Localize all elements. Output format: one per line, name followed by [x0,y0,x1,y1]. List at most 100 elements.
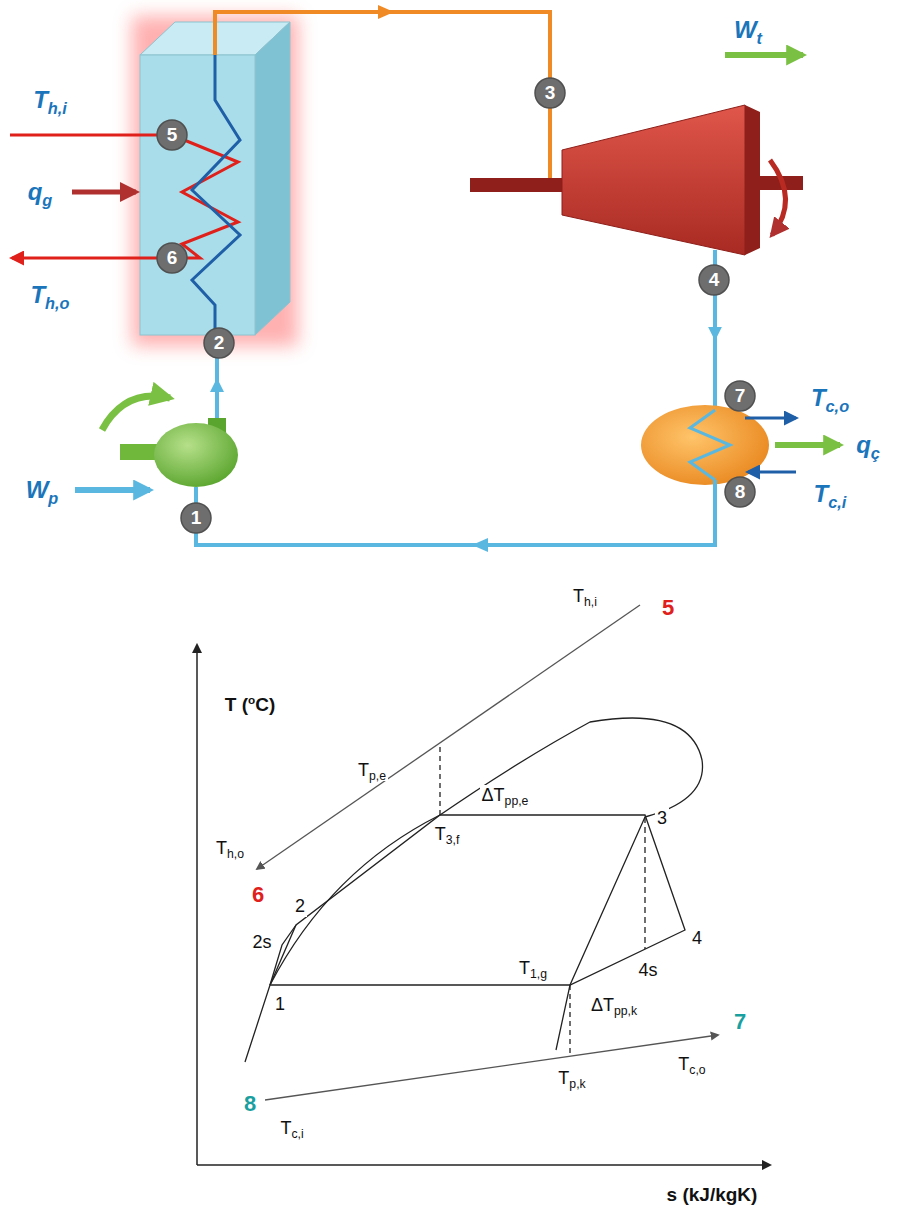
heat-input-arrow [72,190,136,195]
diagram-label: ΔTpp,e [480,785,531,806]
state-number: 8 [724,476,756,508]
state-point-circle: 4 [698,264,730,296]
hot-stream [10,134,172,137]
diagram-label: Th,o [214,838,246,859]
state-number: 3 [534,77,566,109]
condenser [690,410,730,480]
pump [102,396,170,430]
vapour-pipe [215,12,562,183]
stream-label: Th,i [31,86,69,114]
label-part: pp,e [505,794,529,808]
circle-shape [699,265,729,295]
liquid-pipe [472,538,488,552]
turbine [470,178,562,192]
pump [120,444,160,460]
state-point-circle: 3 [534,77,566,109]
label-part: T [216,838,227,858]
heat-sink-line [265,1035,718,1100]
cycle-lines [270,743,685,1054]
vapour-pipe [378,5,394,19]
label-part: T [30,281,45,308]
diagram-label: 2 [293,896,307,917]
label-part: W [26,476,49,503]
liquid-pipe [196,335,715,552]
state-number: 4 [698,264,730,296]
label-part: pp,k [614,1004,637,1018]
diagram-label: ΔTpp,k [589,995,639,1016]
heat-rejection-arrow [775,442,840,448]
turbine [770,160,786,235]
label-part: p,k [569,1077,585,1091]
turbine [745,105,760,255]
stream-label: Wp [24,476,61,504]
diagram-label: T3,f [433,824,462,845]
label-part: 1,g [530,967,547,981]
label-part: T [811,384,826,411]
label-part: T [435,824,446,844]
circle-shape [157,120,187,150]
label-part: T ( [225,694,248,715]
stream-label: qç [854,431,882,459]
evaporator [140,55,255,335]
axes [197,1164,770,1166]
working-fluid-coil [192,55,240,335]
circle-shape [535,78,565,108]
cooling-water [748,471,796,474]
liquid-pipe [210,378,224,392]
label-part: h,i [584,595,597,609]
label-part: c,i [291,1127,303,1141]
label-part: T [573,586,584,606]
circle-shape [725,381,755,411]
label-part: W [734,16,757,43]
evaporator [132,16,298,346]
pump-work-arrow [75,487,150,493]
saturation-dome [245,718,703,1062]
label-part: c,i [828,493,846,511]
label-part: q [28,178,43,205]
label-part: T [519,958,530,978]
pump [102,396,238,487]
evaporator [132,16,298,346]
label-part: h,o [45,294,69,312]
hot-stream [12,135,238,258]
state-number: 1 [180,502,212,534]
state-number: 5 [156,119,188,151]
state-number: 6 [156,242,188,274]
label-part: h,i [48,99,67,117]
axis-title: s (kJ/kgK) [665,1184,760,1206]
label-part: p,e [369,769,386,783]
label-part: T [678,1054,689,1074]
label-part: ΔT [591,995,614,1015]
state-point-circle: 8 [724,476,756,508]
label-part: T [814,480,829,507]
state-point-circle: 6 [156,242,188,274]
diagram-label: 8 [242,1091,258,1117]
cooling-water [745,417,796,420]
circle-shape [157,243,187,273]
diagram-label: 5 [660,595,676,621]
label-part: c,o [826,397,850,415]
label-part: g [42,191,52,209]
cycle-lines [270,925,296,985]
turbine [562,105,745,255]
diagram-label: 2s [250,932,273,953]
label-part: T [33,86,48,113]
diagram-label: 7 [732,1009,748,1035]
circle-shape [181,503,211,533]
axes [196,645,198,1165]
label-part: c,o [689,1063,705,1077]
label-part: 3,f [446,833,460,847]
stream-label: Wt [732,16,764,44]
label-part: t [757,29,762,47]
label-part: o [248,693,255,706]
label-part: ΔT [482,785,505,805]
stream-label: qg [26,178,55,206]
heat-rejection-arrow [775,445,840,446]
diagram-label: 6 [250,882,266,908]
liquid-pipe [196,480,715,545]
working-fluid-coil [192,55,240,335]
hot-stream [10,135,238,258]
diagram-label: Tc,o [676,1054,707,1075]
cycle-lines [569,985,570,1054]
